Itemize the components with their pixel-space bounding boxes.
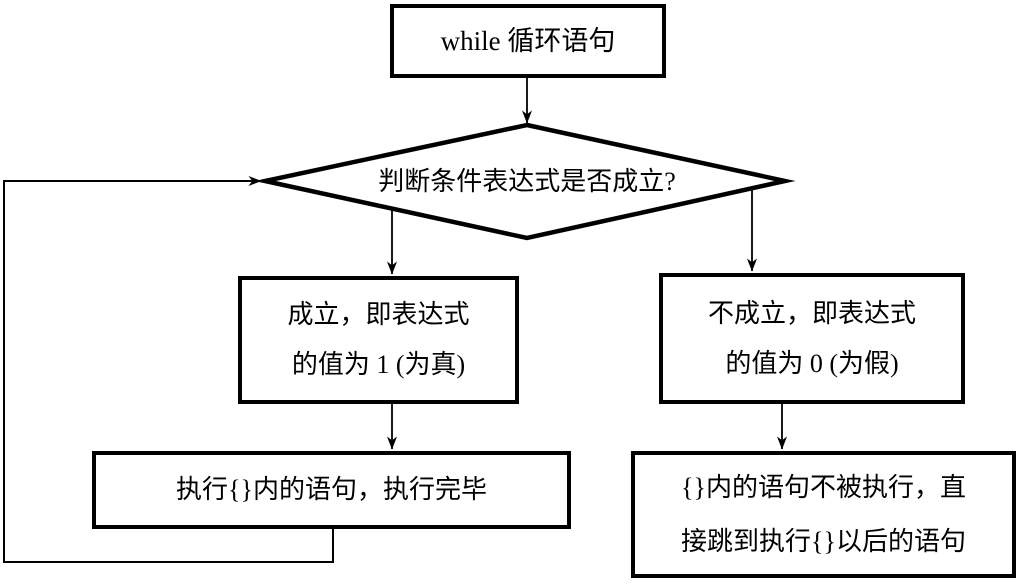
start-box: while 循环语句 — [390, 4, 666, 78]
condition-true-line2: 的值为 1 (为真) — [291, 350, 466, 379]
condition-false-line1: 不成立，即表达式 — [707, 298, 916, 328]
execute-box-label: 执行{}内的语句，执行完毕 — [176, 475, 487, 504]
skip-box: {}内的语句不被执行，直 接跳到执行{}以后的语句 — [631, 451, 1016, 578]
condition-true-line1: 成立，即表达式 — [287, 300, 470, 329]
decision-label: 判断条件表达式是否成立? — [378, 167, 676, 196]
execute-box: 执行{}内的语句，执行完毕 — [92, 451, 571, 529]
start-box-label: while 循环语句 — [440, 26, 616, 56]
condition-true-box: 成立，即表达式 的值为 1 (为真) — [238, 276, 519, 404]
decision-diamond-shape — [254, 122, 796, 241]
skip-box-line2: 接跳到执行{}以后的语句 — [681, 526, 966, 556]
loop-back-arrow — [3, 176, 334, 563]
condition-false-box: 不成立，即表达式 的值为 0 (为假) — [659, 273, 965, 404]
skip-box-line1: {}内的语句不被执行，直 — [681, 472, 966, 502]
condition-false-line2: 的值为 0 (为假) — [725, 348, 899, 378]
